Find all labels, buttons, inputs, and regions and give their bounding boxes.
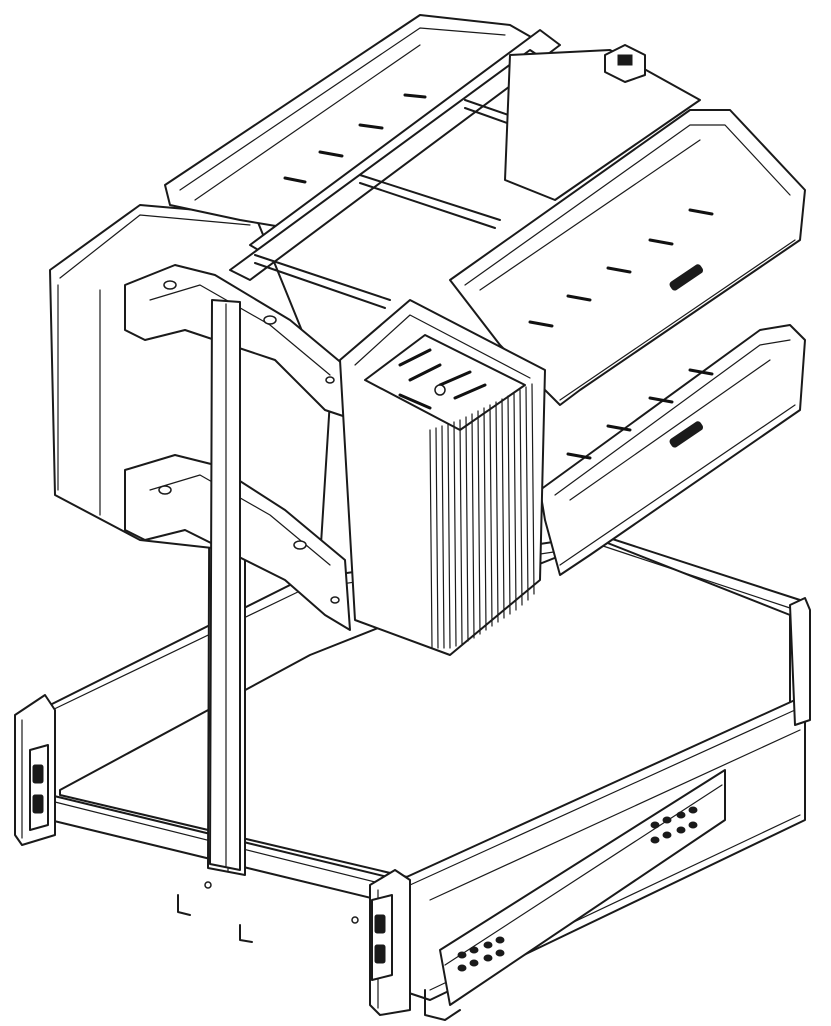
drawer-rear-post [789, 597, 811, 726]
bin-ribs [429, 383, 535, 649]
support-pole-front [209, 299, 241, 871]
center-bin [339, 299, 546, 656]
right-lower-tray [539, 324, 806, 576]
slide-holes-rear [650, 806, 698, 844]
left-post-bracket [29, 744, 49, 831]
left-tall-basket [49, 204, 331, 561]
slide-holes-front [457, 936, 505, 972]
upper-right-tray [504, 44, 701, 201]
center-frame [229, 29, 611, 309]
right-post-bracket [371, 894, 393, 981]
right-upper-tray [449, 109, 806, 406]
